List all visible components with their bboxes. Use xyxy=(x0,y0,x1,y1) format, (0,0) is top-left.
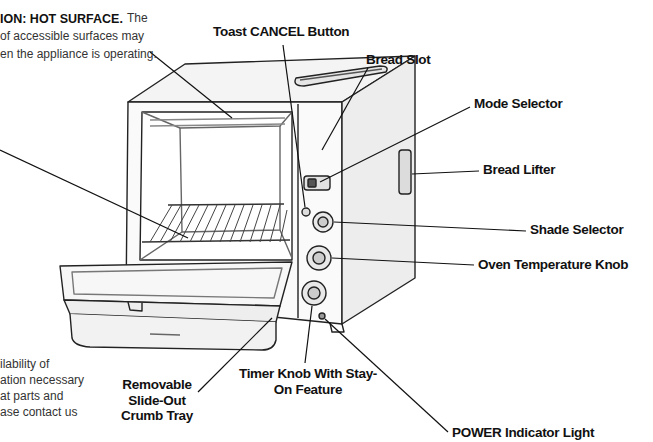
note-text: ase contact us xyxy=(0,406,77,420)
part-label: Bread Lifter xyxy=(483,162,555,178)
note-text: ation necessary xyxy=(0,374,84,388)
part-label: Timer Knob With Stay-On Feature xyxy=(236,366,380,397)
warning-text: ION: HOT SURFACE. xyxy=(0,12,123,26)
part-label: Toast CANCEL Button xyxy=(213,24,349,40)
part-label: Shade Selector xyxy=(530,222,623,238)
part-label: Mode Selector xyxy=(474,96,562,112)
note-text: at parts and xyxy=(0,390,63,404)
part-label: Removable Slide-Out Crumb Tray xyxy=(114,377,200,424)
warning-text: en the appliance is operating. xyxy=(0,48,157,62)
part-label: POWER Indicator Light xyxy=(452,425,594,441)
part-label: Oven Temperature Knob xyxy=(478,257,628,273)
note-text: ilability of xyxy=(0,358,49,372)
warning-text: of accessible surfaces may xyxy=(0,30,144,44)
part-label: Bread Slot xyxy=(366,52,431,68)
warning-text: The xyxy=(127,12,148,26)
